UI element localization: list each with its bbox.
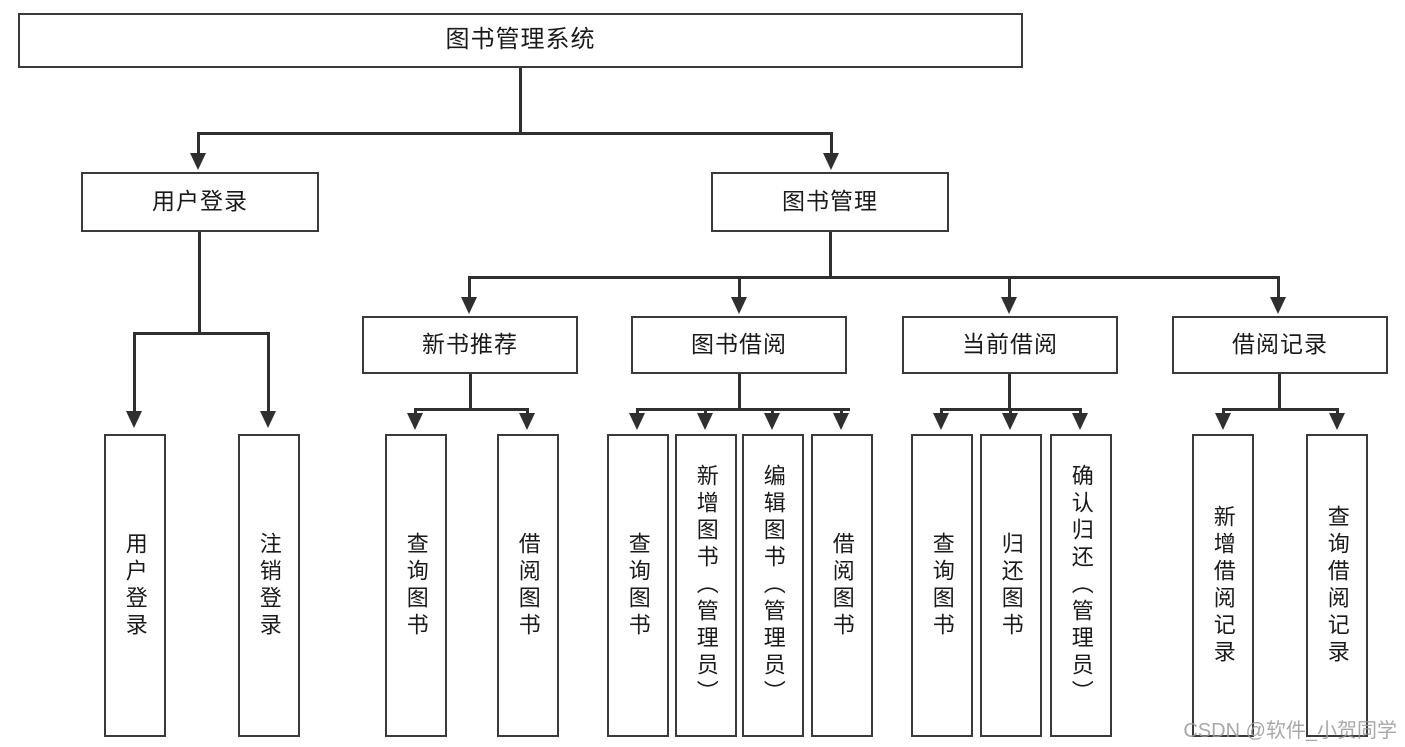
arrow-user-login — [190, 153, 206, 170]
node-label: 注销登录 — [256, 531, 282, 640]
node-label: 编辑图书（管理员） — [760, 464, 786, 707]
arrow-leaf-user-login — [126, 411, 142, 428]
arrow-br-add — [1215, 413, 1231, 430]
edge-borrow-record-stem — [1278, 374, 1281, 410]
edge-drop-cb-return — [1009, 408, 1012, 416]
arrow-bb-edit — [764, 413, 780, 430]
node-new-book-recommendation[interactable]: 新书推荐 — [362, 316, 578, 374]
leaf-bb-edit-book-admin[interactable]: 编辑图书（管理员） — [742, 434, 804, 737]
edge-book-manage-stem — [829, 232, 832, 278]
arrow-nb-query — [407, 413, 423, 430]
arrow-bb-query — [629, 413, 645, 430]
arrow-leaf-logout — [260, 411, 276, 428]
node-label: 当前借阅 — [962, 331, 1058, 358]
node-label: 图书管理系统 — [445, 26, 596, 54]
node-label: 用户登录 — [122, 531, 148, 640]
edge-drop-borrow-record — [1277, 276, 1280, 300]
node-label: 图书管理 — [782, 188, 878, 215]
node-book-borrowing[interactable]: 图书借阅 — [631, 316, 847, 374]
arrow-cb-confirm — [1072, 413, 1088, 430]
edge-current-borrow-stem — [1008, 374, 1011, 410]
node-label: 新增借阅记录 — [1210, 504, 1236, 667]
arrow-bb-add — [697, 413, 713, 430]
edge-new-book-stem — [469, 374, 472, 410]
arrow-book-manage — [823, 153, 839, 170]
arrow-nb-borrow — [519, 413, 535, 430]
leaf-cb-confirm-return-admin[interactable]: 确认归还（管理员） — [1050, 434, 1112, 737]
node-label: 查询图书 — [625, 531, 651, 640]
leaf-cb-return-book[interactable]: 归还图书 — [980, 434, 1042, 737]
edge-drop-current-borrow — [1008, 276, 1011, 300]
arrow-cb-query — [933, 413, 949, 430]
edge-drop-user-login — [197, 132, 200, 157]
leaf-cb-query-book[interactable]: 查询图书 — [911, 434, 973, 737]
arrow-br-query — [1329, 413, 1345, 430]
edge-drop-bb-edit — [771, 408, 774, 416]
edge-drop-leaf-user-login — [133, 332, 136, 414]
node-label: 图书借阅 — [691, 331, 787, 358]
edge-drop-bb-add — [704, 408, 707, 416]
node-user-login[interactable]: 用户登录 — [81, 172, 319, 232]
node-label: 新书推荐 — [422, 331, 518, 358]
leaf-user-login[interactable]: 用户登录 — [104, 434, 166, 737]
node-label: 借阅图书 — [515, 531, 541, 640]
node-current-borrowing[interactable]: 当前借阅 — [902, 316, 1118, 374]
edge-book-borrow-bus — [636, 408, 850, 411]
edge-drop-leaf-logout — [267, 332, 270, 414]
edge-borrow-record-bus — [1222, 408, 1339, 411]
arrow-current-borrow — [1001, 297, 1017, 314]
node-label: 新增图书（管理员） — [693, 464, 719, 707]
edge-level2-bus — [197, 132, 833, 135]
node-root-library-system[interactable]: 图书管理系统 — [18, 13, 1023, 68]
node-label: 查询图书 — [403, 531, 429, 640]
node-label: 用户登录 — [152, 188, 248, 215]
leaf-bb-borrow-book[interactable]: 借阅图书 — [811, 434, 873, 737]
edge-drop-cb-query — [940, 408, 943, 416]
leaf-bb-add-book-admin[interactable]: 新增图书（管理员） — [675, 434, 737, 737]
leaf-logout[interactable]: 注销登录 — [238, 434, 300, 737]
edge-user-login-bus — [133, 332, 270, 335]
edge-drop-book-manage — [830, 132, 833, 157]
leaf-br-query-record[interactable]: 查询借阅记录 — [1306, 434, 1368, 737]
leaf-bb-query-book[interactable]: 查询图书 — [607, 434, 669, 737]
edge-level3-bus — [468, 276, 1280, 279]
node-label: 确认归还（管理员） — [1068, 464, 1094, 707]
node-label: 归还图书 — [998, 531, 1024, 640]
edge-drop-new-book-rec — [468, 276, 471, 300]
arrow-new-book-rec — [461, 297, 477, 314]
node-label: 借阅图书 — [829, 531, 855, 640]
node-label: 查询图书 — [929, 531, 955, 640]
edge-drop-bb-query — [636, 408, 639, 416]
leaf-br-add-record[interactable]: 新增借阅记录 — [1192, 434, 1254, 737]
edge-drop-bb-lend — [840, 408, 843, 416]
edge-drop-br-query — [1336, 408, 1339, 416]
node-label: 查询借阅记录 — [1324, 504, 1350, 667]
edge-drop-br-add — [1222, 408, 1225, 416]
edge-new-book-bus — [414, 408, 529, 411]
leaf-nb-borrow-book[interactable]: 借阅图书 — [497, 434, 559, 737]
leaf-nb-query-book[interactable]: 查询图书 — [385, 434, 447, 737]
edge-drop-nb-borrow — [526, 408, 529, 416]
node-borrow-record[interactable]: 借阅记录 — [1172, 316, 1388, 374]
arrow-book-borrow — [731, 297, 747, 314]
arrow-borrow-record — [1270, 297, 1286, 314]
arrow-cb-return — [1002, 413, 1018, 430]
edge-drop-nb-query — [414, 408, 417, 416]
edge-root-stem — [519, 68, 522, 134]
edge-user-login-stem — [198, 232, 201, 334]
edge-book-borrow-stem — [738, 374, 741, 410]
node-book-management[interactable]: 图书管理 — [711, 172, 949, 232]
arrow-bb-lend — [833, 413, 849, 430]
csdn-watermark: CSDN @软件_小贺同学 — [1183, 720, 1397, 742]
edge-drop-cb-confirm — [1079, 408, 1082, 416]
edge-drop-book-borrow — [738, 276, 741, 300]
node-label: 借阅记录 — [1232, 331, 1328, 358]
